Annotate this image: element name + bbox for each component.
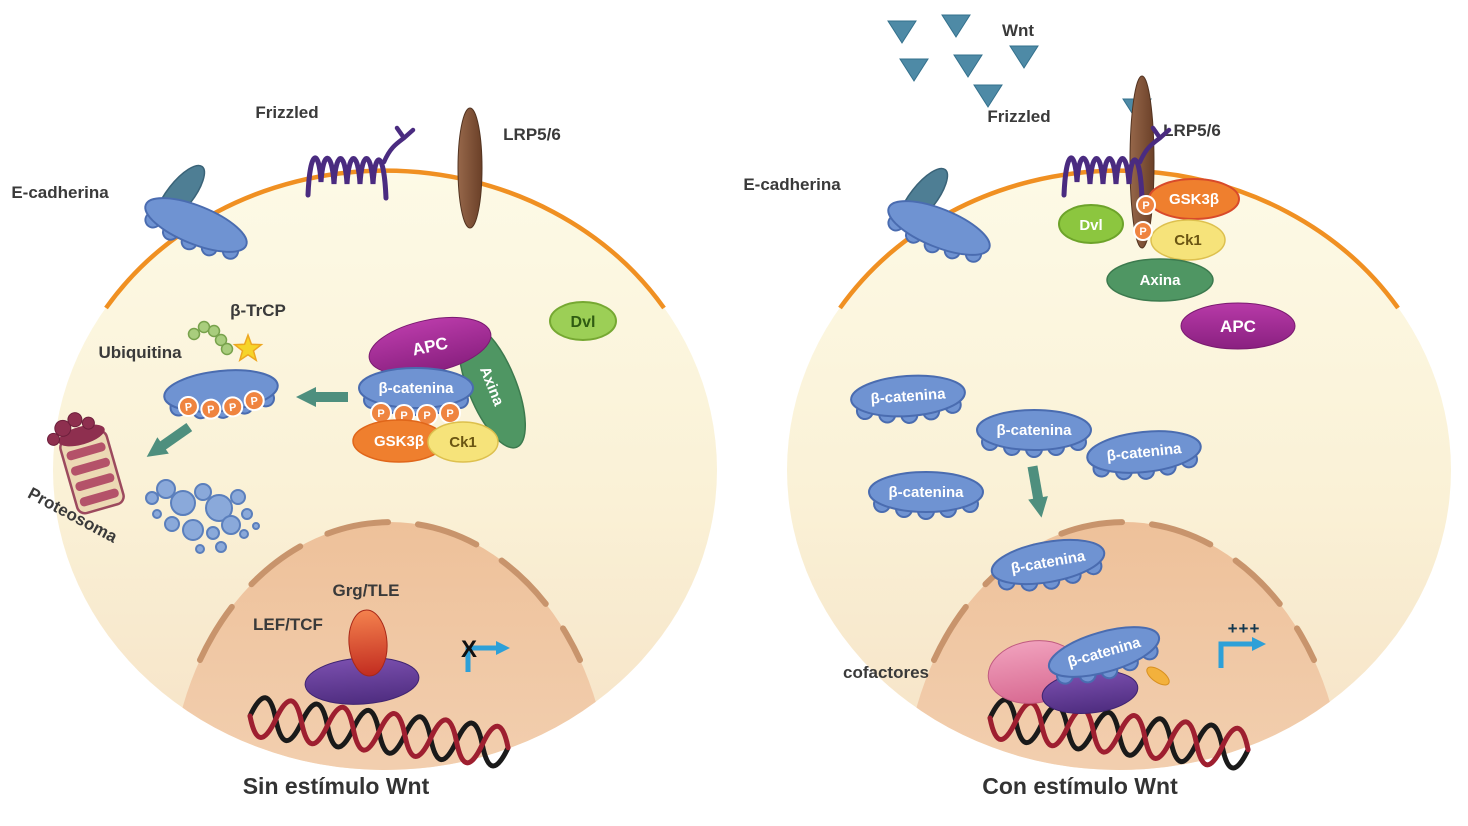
beta-catenina-label: β-catenina bbox=[378, 380, 454, 397]
active-plus-label: +++ bbox=[1228, 619, 1261, 638]
dvl-label: Dvl bbox=[571, 314, 596, 331]
dna-helix bbox=[987, 697, 1251, 771]
frizzled-receptor bbox=[1061, 125, 1172, 201]
phosphate-badge: P bbox=[222, 396, 244, 418]
frizzled-label: Frizzled bbox=[987, 107, 1050, 126]
phosphate-badge: P bbox=[370, 402, 392, 424]
cofactores-label: cofactores bbox=[843, 663, 929, 682]
wnt-ligand-icon bbox=[973, 84, 1003, 108]
ubiquitina-label: Ubiquitina bbox=[98, 343, 182, 362]
lef-tcf-label: LEF/TCF bbox=[253, 615, 323, 634]
ubiquitin-chain bbox=[187, 320, 234, 356]
wnt-ligand-icon bbox=[953, 54, 983, 78]
nucleus bbox=[170, 522, 610, 770]
svg-text:P: P bbox=[1142, 200, 1149, 212]
svg-text:P: P bbox=[184, 401, 193, 414]
svg-text:β-catenina: β-catenina bbox=[870, 385, 947, 407]
panel-caption-right: Con estímulo Wnt bbox=[982, 773, 1178, 799]
svg-text:P: P bbox=[229, 402, 238, 415]
wnt-ligand-icon bbox=[1009, 45, 1039, 69]
phosphate-badge: P bbox=[200, 398, 222, 420]
ubiquitin-star-icon bbox=[232, 332, 264, 363]
ck1-shape: Ck1 bbox=[1150, 219, 1226, 261]
grg-tle-label: Grg/TLE bbox=[332, 581, 399, 600]
gsk3b-shape: GSK3β bbox=[352, 419, 446, 463]
free-beta-catenin: β-catenina bbox=[987, 531, 1110, 600]
free-beta-catenin: β-catenina bbox=[976, 409, 1092, 458]
svg-text:P: P bbox=[423, 410, 430, 422]
svg-text:P: P bbox=[446, 408, 453, 420]
svg-text:P: P bbox=[207, 404, 216, 417]
gsk3b-shape: GSK3β bbox=[1148, 178, 1240, 220]
nucleus-membrane bbox=[197, 519, 583, 663]
grg-tle-shape bbox=[348, 609, 388, 677]
dvl-label: Dvl bbox=[1079, 217, 1102, 234]
panel-caption-left: Sin estímulo Wnt bbox=[243, 773, 430, 799]
phospho-beta-catenin-shape: P P P P bbox=[161, 364, 282, 425]
frizzled-receptor bbox=[305, 125, 416, 201]
dvl-shape: Dvl bbox=[549, 301, 617, 341]
e-cadherina-label: E-cadherina bbox=[743, 175, 841, 194]
lrp56-label: LRP5/6 bbox=[1163, 121, 1221, 140]
apc-label: APC bbox=[1220, 317, 1256, 336]
ck1-shape: Ck1 bbox=[427, 421, 499, 463]
gsk3b-label: GSK3β bbox=[374, 433, 424, 450]
dvl-shape: Dvl bbox=[1058, 204, 1124, 244]
destruction-complex: Axina APC β-catenina P P P P bbox=[352, 316, 527, 463]
panel-with-wnt: Wnt E-cadherina LRP5/6 Frizzled Dvl GSK3… bbox=[743, 14, 1451, 799]
free-beta-catenin: β-catenina bbox=[848, 371, 968, 428]
phosphate-badge: P bbox=[177, 395, 199, 417]
phosphate-badge: P bbox=[1136, 195, 1156, 215]
wnt-ligand-icon bbox=[941, 14, 971, 38]
svg-text:P: P bbox=[400, 410, 407, 422]
svg-text:P: P bbox=[250, 395, 259, 408]
phosphate-badge: P bbox=[439, 402, 461, 424]
wnt-label: Wnt bbox=[1002, 21, 1034, 40]
axina-shape: Axina bbox=[1106, 258, 1214, 302]
gsk3b-label: GSK3β bbox=[1169, 191, 1219, 208]
apc-shape: APC bbox=[368, 316, 492, 376]
lrp56-label: LRP5/6 bbox=[503, 125, 561, 144]
e-cadherina-shape bbox=[135, 164, 255, 271]
promoter-wedge bbox=[1146, 666, 1170, 686]
phosphate-badge: P bbox=[1133, 221, 1153, 241]
free-beta-catenin: β-catenina bbox=[1084, 425, 1205, 486]
svg-text:P: P bbox=[377, 408, 384, 420]
axina-label: Axina bbox=[1140, 272, 1182, 289]
proteosome-shape bbox=[47, 412, 125, 515]
blocked-x-label: X bbox=[461, 636, 477, 663]
transcription-blocked-arrow bbox=[465, 641, 510, 672]
nuclear-beta-catenin: β-catenina bbox=[1042, 616, 1168, 695]
beta-catenina-shape: β-catenina bbox=[358, 367, 474, 416]
beta-trcp-label: β-TrCP bbox=[230, 301, 286, 320]
svg-text:P: P bbox=[1139, 226, 1146, 238]
e-cadherina-label: E-cadherina bbox=[11, 183, 109, 202]
free-beta-catenin: β-catenina bbox=[868, 471, 984, 520]
wnt-ligand-icon bbox=[899, 58, 929, 82]
lrp56-shape bbox=[457, 107, 483, 229]
frizzled-label: Frizzled bbox=[255, 103, 318, 122]
wnt-ligand-icon bbox=[887, 20, 917, 44]
transcription-active-arrow bbox=[1218, 637, 1266, 668]
nucleus-membrane bbox=[931, 519, 1317, 663]
svg-text:β-catenina: β-catenina bbox=[996, 422, 1072, 439]
dna-helix bbox=[247, 695, 511, 769]
phosphate-badge: P bbox=[243, 390, 265, 412]
panel-no-wnt: E-cadherina Frizzled LRP5/6 Dvl Axina AP… bbox=[11, 103, 717, 799]
svg-text:β-catenina: β-catenina bbox=[888, 484, 964, 501]
ck1-label: Ck1 bbox=[449, 434, 477, 451]
apc-shape: APC bbox=[1180, 302, 1296, 350]
e-cadherina-shape bbox=[878, 167, 998, 274]
ck1-label: Ck1 bbox=[1174, 232, 1202, 249]
degraded-protein-particles bbox=[145, 479, 260, 554]
